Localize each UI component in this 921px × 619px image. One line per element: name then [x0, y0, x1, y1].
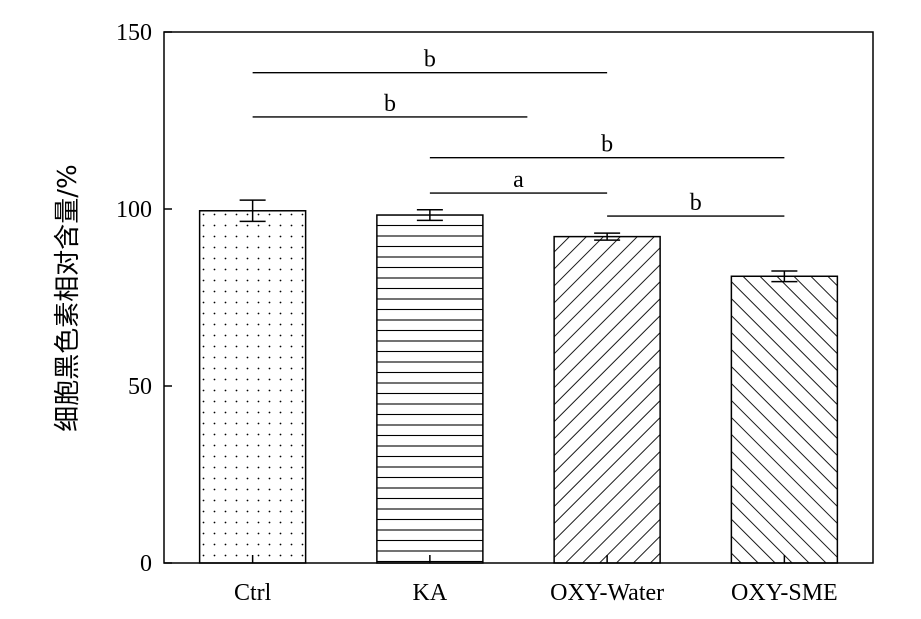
significance-annotations: b b b a b	[252, 47, 785, 217]
significance-label: b	[384, 91, 396, 117]
significance-label: b	[424, 47, 436, 73]
y-tick-label: 50	[128, 374, 152, 400]
x-tick-label: Ctrl	[234, 580, 272, 606]
error-bar	[594, 232, 621, 241]
significance-label: b	[690, 190, 702, 216]
error-bar	[771, 270, 798, 283]
significance-label: a	[513, 167, 524, 193]
significance-label: b	[601, 132, 613, 158]
y-tick-label: 100	[116, 197, 152, 223]
plot-frame	[163, 31, 874, 564]
bar-ctrl	[198, 210, 307, 564]
x-tick-label: OXY-SME	[731, 580, 838, 606]
x-axis-tick-labels: Ctrl KA OXY-Water OXY-SME	[234, 580, 838, 606]
x-tick-label: KA	[413, 580, 448, 606]
bar-oxy-water	[553, 235, 661, 564]
error-bars	[239, 199, 798, 283]
x-tick-label: OXY-Water	[550, 580, 664, 606]
y-tick-label: 150	[116, 20, 152, 46]
y-axis-label: 细胞黑色素相对含量/%	[53, 164, 83, 431]
y-tick-label: 0	[140, 551, 152, 577]
bars	[198, 210, 839, 564]
bar-ka	[376, 214, 484, 564]
error-bar	[416, 208, 443, 222]
y-axis-ticks: 0 50 100 150	[116, 20, 172, 577]
bar-oxy-sme	[730, 275, 839, 564]
error-bar	[239, 199, 266, 223]
